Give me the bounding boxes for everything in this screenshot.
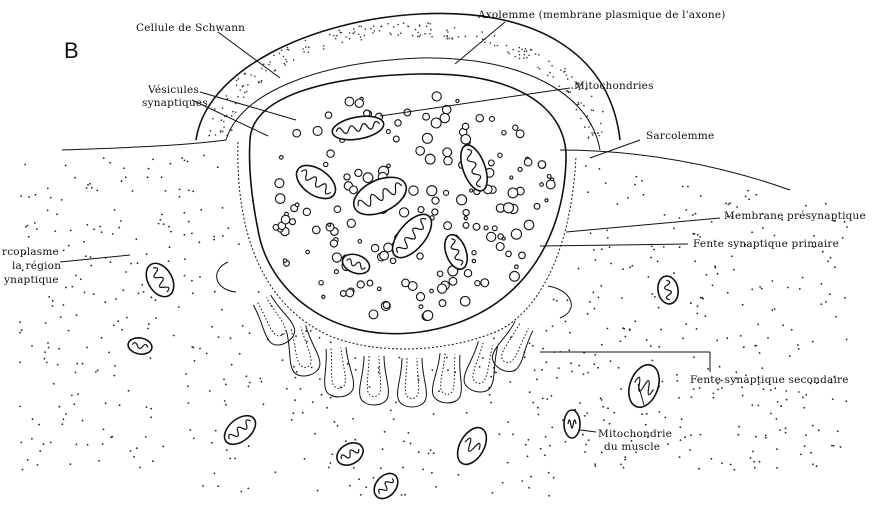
label-presynaptic-membrane: Membrane présynaptique [724, 210, 866, 222]
sarcolemma-left [62, 140, 226, 150]
label-sarcoplasm-line1: rcoplasme [2, 246, 59, 258]
label-schwann-cell: Cellule de Schwann [136, 22, 245, 34]
label-muscle-mitochondria-line2: du muscle [604, 441, 660, 453]
label-axolemma: Axolemme (membrane plasmique de l'axone) [478, 9, 726, 21]
label-vesicles-line1: Vésicules [148, 84, 199, 96]
panel-letter: B [64, 38, 79, 64]
label-secondary-cleft: Fente synaptique secondaire [690, 374, 849, 386]
label-primary-cleft: Fente synaptique primaire [693, 238, 839, 250]
schwann-cell-inner [226, 58, 600, 150]
label-muscle-mitochondria-line1: Mitochondrie [598, 428, 672, 440]
schwann-cell-stipple [208, 22, 603, 139]
label-vesicles-line2: synaptiques [142, 97, 208, 109]
label-sarcoplasm-line3: ynaptique [4, 274, 59, 286]
label-mitochondria-axon: Mitochondries [574, 80, 654, 92]
synaptic-vesicles [273, 92, 555, 321]
label-sarcolemma: Sarcolemme [646, 130, 714, 142]
label-sarcoplasm-line2: la région [12, 260, 61, 272]
sarcoplasm-stipple [19, 155, 848, 497]
mitochondria [127, 113, 680, 504]
